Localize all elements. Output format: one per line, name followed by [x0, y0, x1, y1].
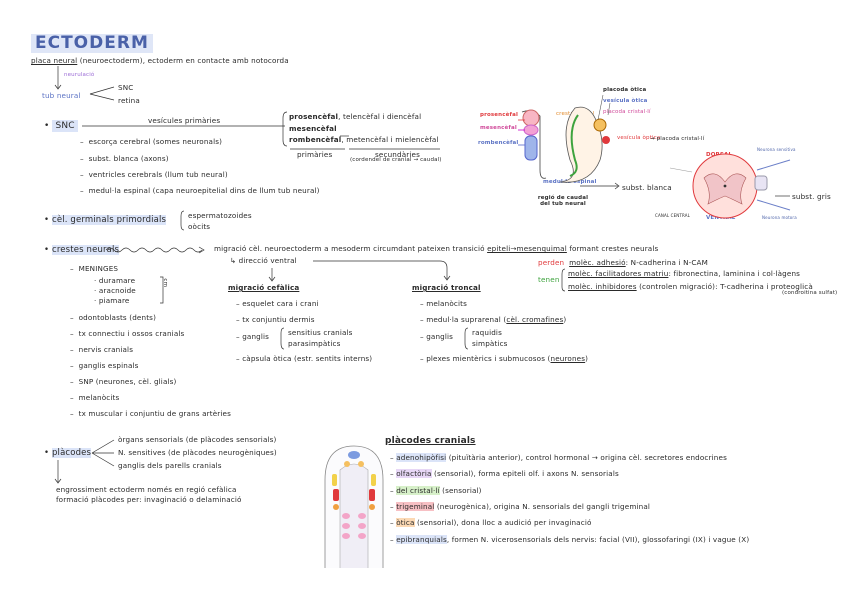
vesicle-1: prosencèfal, telencèfal i diencèfal: [289, 112, 422, 121]
snc-item-4: – medul·la espinal (capa neuroepitelial …: [80, 186, 320, 195]
embryo-diagram: [518, 94, 611, 183]
direccio-ventral: ↳ direcció ventral: [230, 256, 297, 265]
bullet: •: [44, 121, 50, 131]
placodes-item-3: ganglis dels parells cranials: [118, 461, 222, 470]
germinal-item-1: espermatozoides: [188, 211, 252, 220]
cranial-1: – adenohipòfisi (pituïtària anterior), c…: [390, 453, 727, 462]
crestes-list-1: – MENINGES: [70, 264, 119, 273]
cranial-3: – del cristal·lí (sensorial): [390, 486, 482, 495]
crestes-list-2: – odontoblasts (dents): [70, 313, 157, 322]
cefalica-2: – tx conjuntiu dermis: [236, 315, 315, 324]
cefalica-3: – ganglis: [236, 332, 270, 341]
engr-line-1: engrossiment ectoderm només en regió cef…: [56, 485, 237, 494]
inhibidores-line: molèc. inhibidores (controlen migració):…: [568, 282, 813, 291]
diag-placoda-otica: placoda òtica: [603, 87, 647, 93]
placa-line: placa neural (neuroectoderm), ectoderm e…: [31, 57, 289, 64]
tub-retina: retina: [118, 96, 140, 105]
cranials-title: plàcodes cranials: [385, 436, 476, 446]
placa-desc: (neuroectoderm), ectoderm en contacte am…: [79, 56, 289, 65]
meninges-2: · aracnoide: [94, 286, 136, 295]
perden-line: perden molèc. adhesió: N-cadherina i N-C…: [538, 258, 708, 267]
cranial-4: – trigeminal (neurogènica), origina N. s…: [390, 502, 651, 511]
inhibidores-note: (condroitina sulfat): [782, 290, 838, 296]
placodes-heading: • plàcodes: [44, 448, 92, 458]
crestes-list-8: – tx muscular i conjuntiu de grans artèr…: [70, 409, 232, 418]
vesicle-3: rombencèfal, metencèfal i mielencèfal: [289, 135, 439, 144]
meninges-3: · piamare: [94, 296, 130, 305]
page-title: ECTODERM: [31, 34, 153, 53]
cefalica-1: – esquelet cara i crani: [236, 299, 319, 308]
engr-line-2: formació plàcodes per: invaginació o del…: [56, 495, 242, 504]
diag-rombencefal: rombencèfal: [478, 140, 519, 146]
tenen-label: tenen: [538, 275, 560, 284]
snc-item-2: – subst. blanca (axons): [80, 154, 169, 163]
secundaries-note: (cordendel de cranial → caudal): [350, 157, 442, 163]
ganglis-cef-2: parasimpàtics: [288, 339, 341, 348]
placodes-head-diagram: [324, 445, 384, 568]
diag-placoda-cristal2: → placoda cristal·lí: [650, 136, 705, 142]
meninges-1: · duramare: [94, 276, 136, 285]
diag-placoda-cristal: placoda cristal·lí: [603, 109, 651, 115]
crestes-list-7: – melanòcits: [70, 393, 120, 402]
tub-neural-label: tub neural: [42, 91, 81, 100]
crestes-list-3: – tx connectiu i ossos cranials: [70, 329, 185, 338]
spinal-cord-diagram: [669, 153, 791, 219]
vesicle-2: mesencèfal: [289, 124, 337, 133]
crestes-heading: • crestes neurals: [44, 245, 120, 255]
placodes-item-1: òrgans sensorials (de plàcodes sensorial…: [118, 435, 277, 444]
crestes-list-5: – ganglis espinals: [70, 361, 139, 370]
troncal-2: – medul·la suprarenal (cèl. cromafines): [420, 315, 567, 324]
cranial-6: – epibranquials, formen N. vicerosensori…: [390, 535, 750, 544]
diag-vesicula-optica: vesícula òptica: [617, 135, 661, 141]
cranial-5: – òtica (sensorial), dona lloc a audició…: [390, 518, 592, 527]
snc-item-1: – escorça cerebral (somes neuronals): [80, 137, 223, 146]
diag-mesencefal: mesencèfal: [480, 125, 517, 131]
germinal-item-2: oòcits: [188, 222, 211, 231]
diag-subst-gris: subst. gris: [792, 192, 831, 201]
diag-subst-blanca: subst. blanca: [622, 183, 672, 192]
placodes-item-2: N. sensitives (de plàcodes neurogèniques…: [118, 448, 277, 457]
troncal-4: – plexes mientèrics i submucosos (neuron…: [420, 354, 589, 363]
vesicules-label: vesícules primàries: [148, 116, 221, 125]
crestes-desc: migració cèl. neuroectoderm a mesoderm c…: [214, 244, 659, 253]
secundaries-label: secundàries: [375, 150, 420, 159]
cefalica-4: – càpsula òtica (estr. sentits interns): [236, 354, 373, 363]
facilitadores-line: molèc. facilitadores matriu: fibronectin…: [568, 269, 801, 278]
diag-vesicula-otica: vesícula òtica: [603, 98, 648, 104]
cefalica-title: migració cefàlica: [228, 283, 300, 292]
crestes-list-6: – SNP (neurones, cèl. glials): [70, 377, 177, 386]
crestes-list-4: – nervis cranials: [70, 345, 134, 354]
troncal-title: migració troncal: [412, 283, 481, 292]
snc-item-3: – ventricles cerebrals (llum tub neural): [80, 170, 228, 179]
troncal-3: – ganglis: [420, 332, 454, 341]
tub-snc: SNC: [118, 83, 134, 92]
ganglis-tron-2: simpàtics: [472, 339, 508, 348]
ganglis-cef-1: sensitius cranials: [288, 328, 353, 337]
diag-neurona-motora: Neurona motora: [762, 215, 797, 220]
primaries-label: primàries: [297, 150, 333, 159]
cranial-2: – olfactòria (sensorial), forma epiteli …: [390, 469, 619, 478]
snc-label: SNC: [52, 120, 78, 132]
snc-heading: • SNC: [44, 120, 78, 132]
diag-prosencefal: prosencèfal: [480, 112, 518, 118]
placa-term: placa neural: [31, 56, 78, 65]
ganglis-tron-1: raquidis: [472, 328, 502, 337]
troncal-1: – melanòcits: [420, 299, 467, 308]
diag-regio-caudal: regió de caudal del tub neural: [537, 195, 589, 207]
diag-canal-central: CANAL CENTRAL: [655, 213, 691, 218]
diag-neurona-sensitiva: Neurona sensitiva: [757, 147, 796, 152]
neurulacio-label: neurulació: [64, 72, 95, 78]
germinals-heading: • cèl. germinals primordials: [44, 215, 167, 225]
